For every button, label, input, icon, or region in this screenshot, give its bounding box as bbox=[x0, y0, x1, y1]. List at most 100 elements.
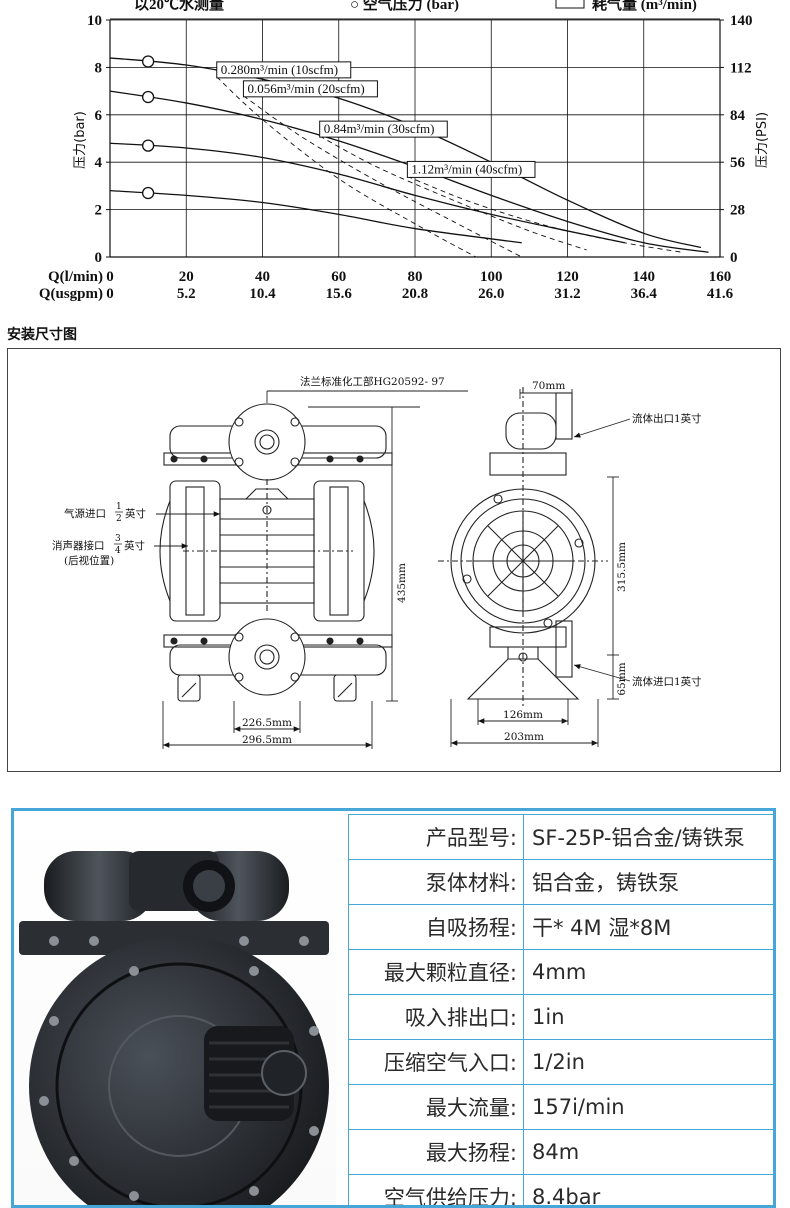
pressure-curves bbox=[110, 56, 709, 252]
air-inlet-suffix: 英寸 bbox=[125, 507, 146, 520]
y-right-tick-label: 56 bbox=[730, 155, 746, 171]
air-inlet-denominator: 2 bbox=[116, 514, 122, 524]
y-right-axis-title: 压力(PSI) bbox=[755, 112, 770, 168]
y-right-tick-label: 84 bbox=[730, 108, 746, 124]
spec-row: 自吸扬程:干* 4M 湿*8M bbox=[349, 905, 777, 950]
pressure-marker bbox=[143, 188, 154, 199]
fluid-outlet-label: 流体出口1英寸 bbox=[632, 412, 702, 425]
x-primary-tick-label: 100 bbox=[480, 269, 503, 285]
curve-label: 0.84m³/min (30scfm) bbox=[324, 121, 435, 136]
spec-value: 1in bbox=[524, 995, 777, 1040]
spec-row: 最大流量:157i/min bbox=[349, 1085, 777, 1130]
base-outer-label: 203mm bbox=[504, 731, 544, 743]
legend-consumption-box bbox=[556, 0, 584, 8]
x-secondary-tick-label: 0 bbox=[106, 286, 114, 302]
width-outer-label: 296.5mm bbox=[242, 734, 292, 746]
y-left-tick-label: 6 bbox=[95, 108, 103, 124]
side-view-drawing bbox=[438, 387, 608, 709]
spec-value: SF-25P-铝合金/铸铁泵 bbox=[524, 815, 777, 860]
side-height-label: 315.5mm bbox=[616, 542, 628, 592]
y-left-tick-label: 8 bbox=[95, 60, 103, 76]
side-top-width-label: 70mm bbox=[532, 380, 565, 392]
spec-label: 最大扬程: bbox=[349, 1130, 524, 1175]
front-view-dimensions bbox=[154, 391, 468, 749]
x-secondary-tick-label: 10.4 bbox=[249, 286, 276, 302]
spec-label: 泵体材料: bbox=[349, 860, 524, 905]
fluid-inlet-label: 流体进口1英寸 bbox=[632, 675, 702, 688]
dimension-drawing-frame: 法兰标准化工部HG20592- 97 435mm 226.5mm 296.5mm… bbox=[7, 348, 781, 772]
chart-grid bbox=[106, 20, 724, 257]
pump-illustration bbox=[14, 811, 336, 1208]
spec-value: 铝合金，铸铁泵 bbox=[524, 860, 777, 905]
x-secondary-tick-label: 41.6 bbox=[707, 286, 734, 302]
spec-label: 产品型号: bbox=[349, 815, 524, 860]
section-title-dimensions: 安装尺寸图 bbox=[7, 324, 77, 344]
x-secondary-tick-label: 15.6 bbox=[326, 286, 353, 302]
spec-row: 最大颗粒直径:4mm bbox=[349, 950, 777, 995]
muffler-denominator: 4 bbox=[115, 546, 121, 556]
pressure-marker bbox=[143, 56, 154, 67]
x-primary-tick-label: 0 bbox=[106, 269, 114, 285]
x-primary-tick-label: 60 bbox=[331, 269, 346, 285]
x-primary-tick-label: 80 bbox=[408, 269, 423, 285]
spec-value: 1/2in bbox=[524, 1040, 777, 1085]
x-primary-tick-label: 140 bbox=[633, 269, 656, 285]
spec-value: 干* 4M 湿*8M bbox=[524, 905, 777, 950]
flange-standard-label: 法兰标准化工部HG20592- 97 bbox=[300, 375, 445, 388]
air-consumption-curve bbox=[320, 136, 587, 250]
x-secondary-tick-label: 36.4 bbox=[631, 286, 658, 302]
pressure-marker bbox=[143, 92, 154, 103]
air-inlet-prefix: 气源进口 bbox=[64, 507, 106, 520]
performance-chart: 以20℃水测量 ○ 空气压力 (bar) 耗气量 (m³/min) 0.280m… bbox=[0, 0, 790, 305]
y-left-axis-title: 压力(bar) bbox=[73, 111, 88, 169]
chart-legend: 以20℃水测量 ○ 空气压力 (bar) 耗气量 (m³/min) bbox=[110, 0, 720, 19]
base-inner-label: 126mm bbox=[503, 709, 543, 721]
muffler-numerator: 3 bbox=[115, 534, 121, 544]
spec-panel: 产品型号:SF-25P-铝合金/铸铁泵 泵体材料:铝合金，铸铁泵 自吸扬程:干*… bbox=[11, 808, 776, 1208]
dimension-drawing: 法兰标准化工部HG20592- 97 435mm 226.5mm 296.5mm… bbox=[8, 349, 782, 773]
pressure-marker bbox=[143, 140, 154, 151]
spec-value: 4mm bbox=[524, 950, 777, 995]
curve-label-group: 0.84m³/min (30scfm) bbox=[320, 121, 448, 137]
curve-label: 0.280m³/min (10scfm) bbox=[221, 62, 338, 77]
spec-label: 最大颗粒直径: bbox=[349, 950, 524, 995]
pressure-curve bbox=[110, 143, 625, 243]
spec-value: 84m bbox=[524, 1130, 777, 1175]
curve-label: 1.12m³/min (40scfm) bbox=[411, 161, 522, 176]
side-view-dimensions bbox=[451, 389, 630, 747]
x-primary-tick-label: 40 bbox=[255, 269, 270, 285]
y-left-tick-label: 0 bbox=[95, 250, 103, 266]
spec-value: 157i/min bbox=[524, 1085, 777, 1130]
spec-table: 产品型号:SF-25P-铝合金/铸铁泵 泵体材料:铝合金，铸铁泵 自吸扬程:干*… bbox=[348, 814, 776, 1208]
x-primary-tick-label: 20 bbox=[179, 269, 194, 285]
legend-air-pressure: ○ 空气压力 (bar) bbox=[350, 0, 459, 13]
muffler-suffix: 英寸 bbox=[124, 539, 145, 552]
spec-label: 空气供给压力: bbox=[349, 1175, 524, 1208]
air-inlet-numerator: 1 bbox=[116, 502, 122, 512]
y-left-tick-label: 2 bbox=[95, 203, 103, 219]
spec-row: 压缩空气入口:1/2in bbox=[349, 1040, 777, 1085]
pressure-curve bbox=[110, 58, 701, 248]
y-left-tick-label: 10 bbox=[87, 13, 102, 29]
inlet-height-label: 65mm bbox=[616, 662, 628, 695]
x-secondary-tick-label: 5.2 bbox=[177, 286, 196, 302]
muffler-note: (后视位置) bbox=[64, 554, 114, 567]
spec-row: 最大扬程:84m bbox=[349, 1130, 777, 1175]
x-secondary-tick-label: 31.2 bbox=[554, 286, 580, 302]
x-primary-axis-title: Q(l/min) bbox=[48, 269, 103, 285]
y-right-tick-label: 140 bbox=[730, 13, 753, 29]
spec-value: 8.4bar bbox=[524, 1175, 777, 1208]
muffler-prefix: 消声器接口 bbox=[52, 539, 105, 552]
y-right-tick-label: 112 bbox=[730, 60, 752, 76]
muffler-label: 消声器接口 3 4 英寸 (后视位置) bbox=[52, 534, 145, 567]
x-primary-tick-label: 160 bbox=[709, 269, 732, 285]
spec-label: 最大流量: bbox=[349, 1085, 524, 1130]
height-total-label: 435mm bbox=[396, 563, 408, 603]
y-right-tick-label: 0 bbox=[730, 250, 738, 266]
x-secondary-axis-title: Q(usgpm) bbox=[39, 286, 103, 302]
legend-air-consumption: 耗气量 (m³/min) bbox=[592, 0, 697, 13]
spec-row: 产品型号:SF-25P-铝合金/铸铁泵 bbox=[349, 815, 777, 860]
y-right-tick-label: 28 bbox=[730, 203, 745, 219]
curve-label-group: 1.12m³/min (40scfm) bbox=[407, 161, 535, 177]
legend-water-test: 以20℃水测量 bbox=[134, 0, 224, 13]
